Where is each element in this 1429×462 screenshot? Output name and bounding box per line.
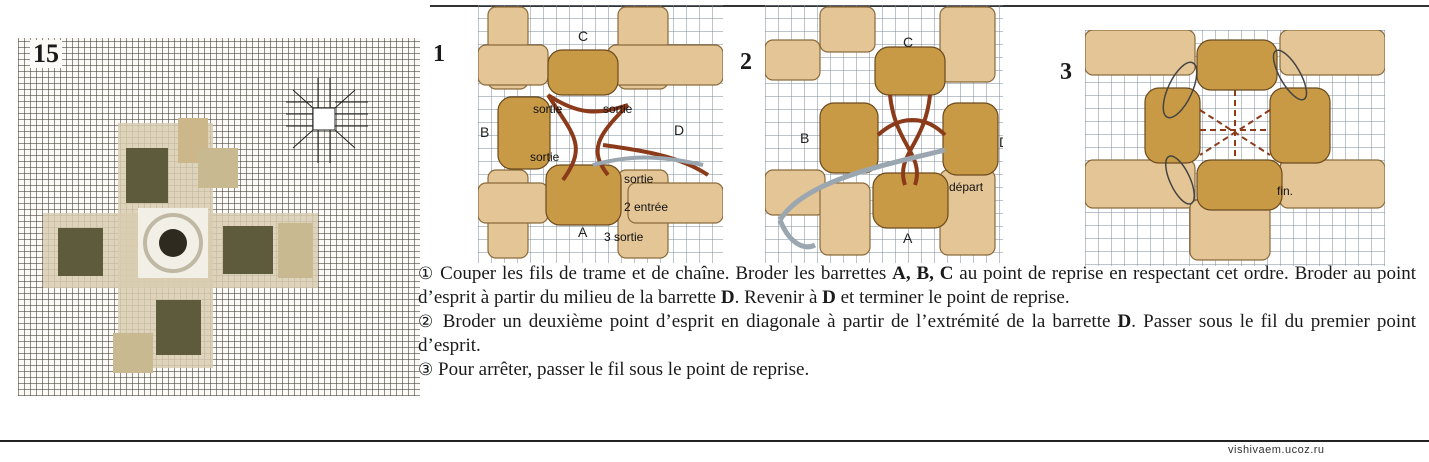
- needle-icon: [592, 155, 704, 167]
- sample-motif: [43, 78, 368, 373]
- worked-bars: [819, 46, 999, 229]
- label-fin: fin.: [1277, 184, 1293, 198]
- unworked-bars: [477, 6, 724, 259]
- label-sortie-left: sortie: [533, 102, 563, 116]
- unworked-bars: [764, 6, 996, 256]
- thread-path: [546, 93, 710, 182]
- bar-label-b: B: [480, 124, 489, 140]
- thread-path: [1199, 90, 1271, 160]
- step-marker-1: ①: [418, 264, 435, 284]
- worked-bars: [497, 49, 622, 226]
- instruction-2: ② Broder un deuxième point d’esprit en d…: [418, 311, 1416, 356]
- label-sortie-mid: sortie: [530, 150, 560, 164]
- label-entree-2: 2 entrée: [624, 200, 668, 214]
- figure-number: 15: [30, 40, 62, 68]
- embroidery-sample-photo: [18, 38, 420, 396]
- diagram-step-1: C B D A sortie sortie sortie sortie 2 en…: [477, 5, 724, 268]
- label-sortie-right: sortie: [603, 102, 633, 116]
- step-number-2: 2: [740, 49, 752, 75]
- step-number-1: 1: [433, 41, 445, 67]
- source-credit: vishivaem.ucoz.ru: [1228, 444, 1325, 456]
- instruction-3: ③ Pour arrêter, passer le fil sous le po…: [418, 359, 810, 380]
- label-sortie-1: sortie: [624, 172, 654, 186]
- needle-icon: [777, 147, 946, 250]
- diagram-step-2: C B D A départ: [764, 5, 1009, 268]
- step-marker-3: ③: [418, 360, 434, 380]
- bar-label-d: D: [999, 134, 1003, 150]
- bottom-rule: [0, 440, 1429, 442]
- motif-cross: [43, 118, 318, 373]
- worked-bars: [1144, 39, 1331, 211]
- step-number-3: 3: [1060, 59, 1072, 85]
- label-sortie-3: 3 sortie: [604, 230, 644, 244]
- bar-label-d: D: [674, 122, 684, 138]
- loop-marks: [1162, 49, 1308, 205]
- instruction-1: ① Couper les fils de trame et de chaîne.…: [418, 263, 1416, 308]
- bar-label-b: B: [800, 130, 809, 146]
- thread-path: [876, 94, 947, 186]
- bar-label-a: A: [903, 230, 913, 246]
- diagram-step-3: fin.: [1084, 29, 1386, 271]
- instructions-text: ① Couper les fils de trame et de chaîne.…: [418, 262, 1416, 382]
- unworked-bars: [1084, 29, 1386, 261]
- label-depart: départ: [949, 180, 984, 194]
- bar-label-a: A: [578, 224, 588, 240]
- bar-label-c: C: [903, 34, 913, 50]
- bar-label-c: C: [578, 28, 588, 44]
- mini-chart: [286, 78, 368, 163]
- step-marker-2: ②: [418, 312, 436, 332]
